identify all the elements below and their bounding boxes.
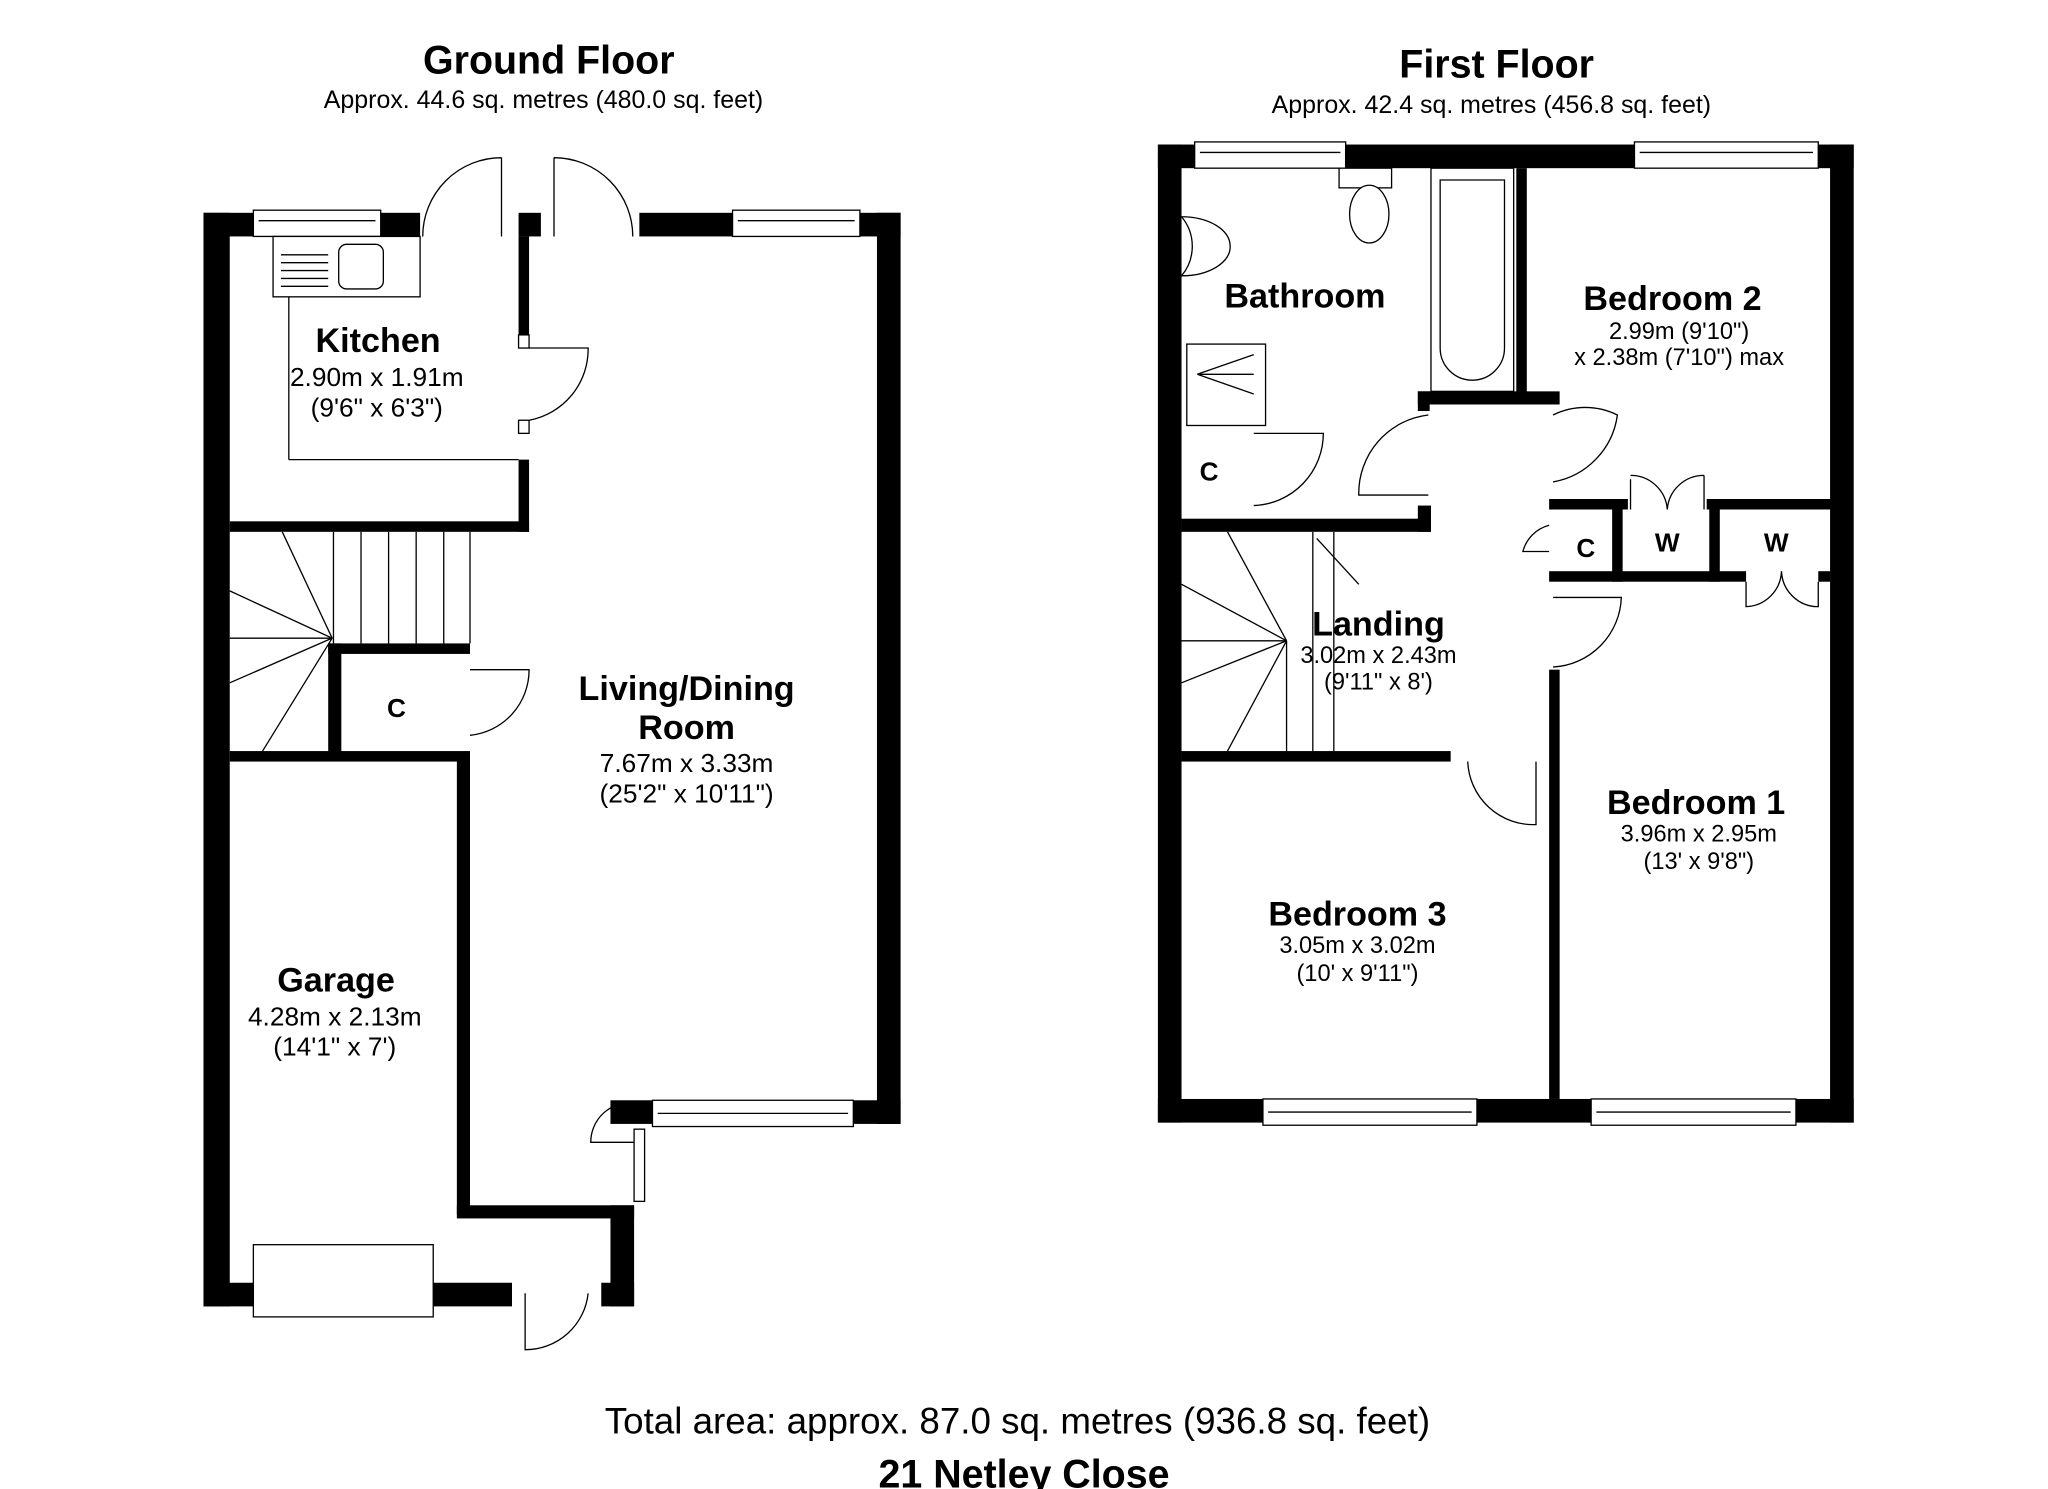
kitchen-label: Kitchen	[316, 322, 441, 360]
bathroom-fixtures	[1181, 167, 1515, 427]
first-floor-windows	[1194, 141, 1819, 1126]
first-floor-plan: First Floor Approx. 42.4 sq. metres (456…	[1157, 43, 1854, 1126]
first-floor-title: First Floor	[1399, 43, 1594, 87]
landing-label: Landing	[1312, 606, 1445, 644]
sink-icon	[280, 243, 384, 290]
first-floor-walls	[1157, 144, 1854, 1123]
bedroom1-dim-m: 3.96m x 2.95m	[1621, 822, 1777, 848]
bedroom1-dim-ft: (13' x 9'8")	[1643, 849, 1754, 875]
total-area: Total area: approx. 87.0 sq. metres (936…	[605, 1401, 1430, 1442]
kitchen-fixtures	[272, 235, 519, 461]
bath-cupboard-label: C	[1200, 457, 1219, 487]
bedroom2-label: Bedroom 2	[1583, 280, 1761, 318]
basin-icon	[1181, 216, 1193, 277]
first-floor-area: Approx. 42.4 sq. metres (456.8 sq. feet)	[1272, 91, 1711, 119]
living-dim-ft: (25'2" x 10'11")	[600, 778, 774, 808]
bedroom3-label: Bedroom 3	[1268, 896, 1446, 934]
property-address: 21 Netley Close	[878, 1453, 1169, 1489]
ground-stairs	[229, 531, 471, 752]
landing-dim-m: 3.02m x 2.43m	[1300, 643, 1456, 669]
garage-label: Garage	[277, 961, 395, 999]
garage-dim-ft: (14'1" x 7')	[273, 1032, 396, 1062]
living-dim-m: 7.67m x 3.33m	[600, 748, 774, 778]
kitchen-dim-ft: (9'6" x 6'3")	[311, 392, 443, 422]
living-label-1: Living/Dining	[579, 670, 795, 708]
bath-icon	[1430, 167, 1515, 393]
ground-floor-title: Ground Floor	[423, 39, 675, 83]
cupboard-label: C	[387, 693, 406, 723]
bedroom3-dim-m: 3.05m x 3.02m	[1279, 933, 1435, 959]
ground-floor-windows	[252, 209, 861, 1318]
kitchen-dim-m: 2.90m x 1.91m	[290, 362, 464, 392]
wardrobe2-label: W	[1764, 528, 1789, 558]
first-floor-stairs	[1181, 531, 1360, 752]
bedroom3-dim-ft: (10' x 9'11")	[1296, 961, 1418, 987]
ground-floor-area: Approx. 44.6 sq. metres (480.0 sq. feet)	[324, 86, 763, 114]
ground-floor-walls	[203, 212, 901, 1307]
ground-floor-plan: Ground Floor Approx. 44.6 sq. metres (48…	[203, 39, 901, 1351]
garage-dim-m: 4.28m x 2.13m	[248, 1001, 422, 1031]
living-label-2: Room	[638, 709, 735, 747]
bedroom2-dim-m: 2.99m (9'10")	[1609, 319, 1749, 345]
toilet-icon	[1348, 184, 1390, 244]
wardrobe1-label: W	[1655, 528, 1680, 558]
bathroom-label: Bathroom	[1224, 277, 1385, 315]
first-floor-doors	[1253, 406, 1819, 826]
ground-floor-doors	[422, 157, 646, 1351]
bedroom1-label: Bedroom 1	[1607, 784, 1785, 822]
bedroom2-dim-ft: x 2.38m (7'10") max	[1574, 345, 1784, 371]
landing-cupboard-label: C	[1576, 533, 1595, 563]
garage-door	[252, 1244, 434, 1318]
landing-dim-ft: (9'11" x 8')	[1324, 669, 1433, 695]
